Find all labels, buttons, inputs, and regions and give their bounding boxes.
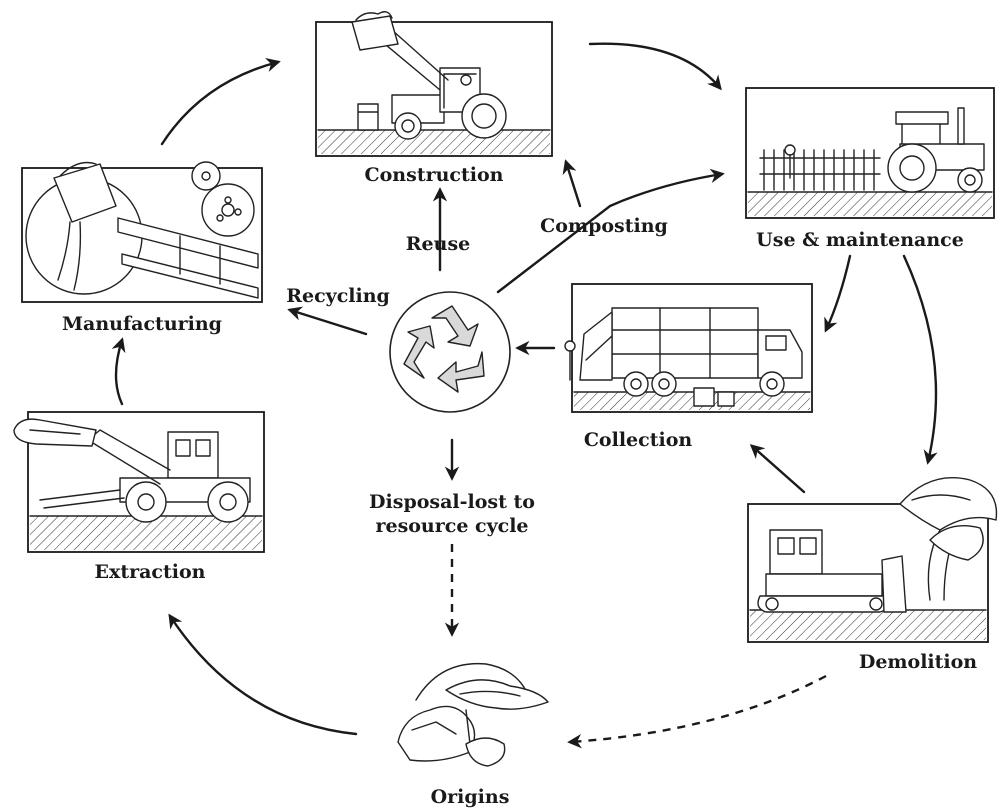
- origins-illustration: [397, 662, 549, 767]
- extraction-illustration: [13, 411, 265, 553]
- label-demolition: Demolition: [859, 651, 977, 673]
- label-recycling: Recycling: [286, 285, 390, 307]
- construction-illustration: [315, 11, 553, 157]
- demolition-illustration: [747, 477, 998, 643]
- label-collection: Collection: [584, 429, 693, 451]
- label-composting: Composting: [540, 215, 668, 237]
- label-disposal-line2: resource cycle: [375, 515, 528, 537]
- label-manufacturing: Manufacturing: [62, 313, 222, 335]
- manufacturing-illustration: [21, 161, 263, 303]
- flow-arrows: [111, 42, 938, 749]
- label-disposal-line1: Disposal-lost to: [369, 491, 535, 513]
- use-maintenance-illustration: [745, 87, 995, 219]
- label-use-maintenance: Use & maintenance: [756, 229, 964, 251]
- label-origins: Origins: [431, 786, 510, 808]
- label-extraction: Extraction: [95, 561, 206, 583]
- recycling-symbol-icon: [389, 291, 511, 413]
- label-construction: Construction: [365, 164, 504, 186]
- label-reuse: Reuse: [406, 233, 470, 255]
- collection-illustration: [564, 283, 813, 413]
